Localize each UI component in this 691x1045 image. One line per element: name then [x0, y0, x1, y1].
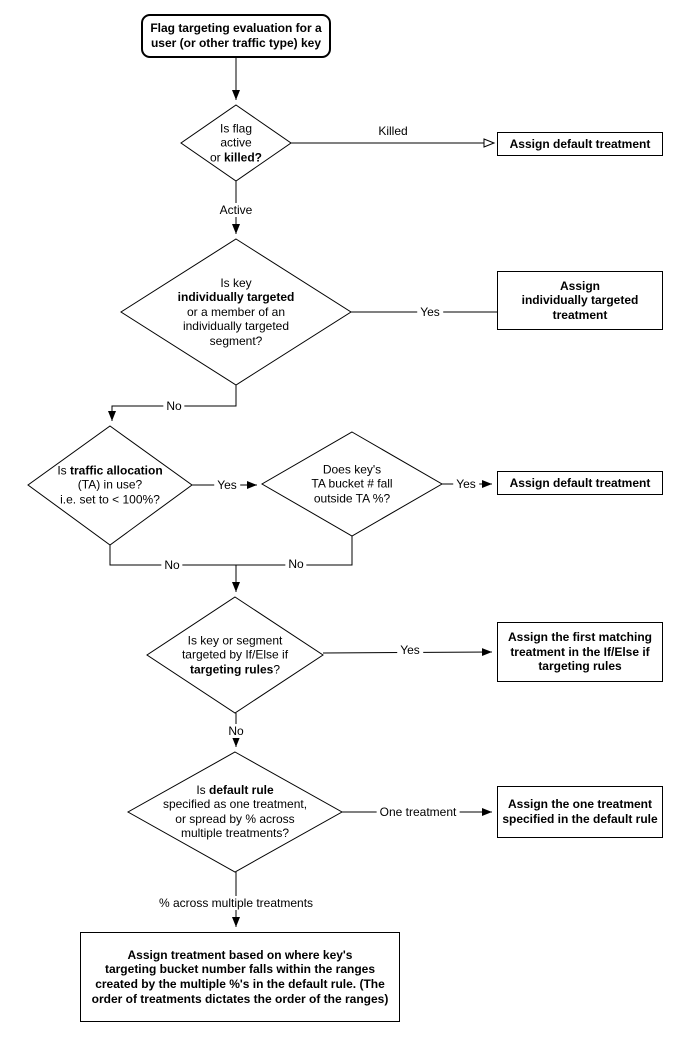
decision-default-rule-label: Is default rule specified as one treatme…: [163, 783, 307, 841]
edge-label-yes-ta: Yes: [214, 478, 240, 492]
text-line: ?: [273, 662, 281, 677]
text-line: targeted by If/Else if: [181, 647, 289, 662]
edge-label-pct-across: % across multiple treatments: [155, 896, 317, 910]
text-line: specified as one treatment,: [162, 797, 308, 812]
edge-label-no-ta: No: [161, 558, 183, 572]
decision-individually-targeted-label: Is key individually targeted or a member…: [178, 276, 295, 348]
text-line: individually targeted: [182, 319, 290, 334]
outcome-individually-targeted-treatment: Assign individually targeted treatment: [497, 271, 663, 330]
outcome-one-treatment: Assign the one treatment specified in th…: [497, 786, 663, 838]
text-line-bold: killed?: [224, 150, 263, 165]
outcome-treatment-by-ranges: Assign treatment based on where key's ta…: [80, 932, 400, 1022]
outcome-first-matching-treatment: Assign the first matching treatment in t…: [497, 622, 663, 682]
decision-traffic-allocation-shape: [27, 425, 193, 546]
text-line: Is key: [220, 276, 252, 291]
text-line-bold: targeting rules: [189, 662, 274, 677]
text-line: Assign default treatment: [509, 475, 651, 490]
edge-label-no-rules: No: [225, 724, 247, 738]
start-node: Flag targeting evaluation for a user (or…: [141, 14, 331, 58]
decision-targeting-rules-shape: [146, 596, 324, 714]
text-line: or spread by % across: [175, 812, 295, 826]
text-line: Is flag: [219, 121, 252, 136]
text-line: created by the multiple %'s in the defau…: [95, 977, 385, 991]
start-node-line: Flag targeting evaluation for a: [150, 21, 322, 36]
text-line: treatment: [552, 307, 608, 322]
text-line: or a member of an: [186, 304, 286, 319]
decision-flag-active-shape: [180, 104, 292, 182]
text-line: individually targeted: [521, 293, 639, 308]
decision-default-rule-shape: [126, 751, 344, 873]
text-line: TA bucket # fall: [311, 476, 393, 491]
text-line: targeting rules: [538, 659, 622, 674]
edge-label-no-bucket: No: [285, 557, 307, 571]
text-line: Assign treatment based on where key's: [127, 947, 353, 962]
text-line: multiple treatments?: [180, 826, 290, 841]
decision-ta-bucket-shape: [261, 431, 443, 537]
edge-label-active: Active: [216, 203, 256, 217]
text-line: Is key or segment: [187, 633, 283, 648]
text-line: (TA) in use?: [77, 477, 143, 492]
text-line: segment?: [209, 333, 263, 348]
text-line-bold: traffic allocation: [69, 463, 163, 478]
text-line: Is: [57, 463, 70, 478]
decision-flag-active-label: Is flag active or killed?: [210, 121, 262, 164]
decision-traffic-allocation-label: Is traffic allocation (TA) in use? i.e. …: [57, 463, 162, 506]
text-line: Assign the first matching: [507, 630, 653, 645]
text-line-bold: individually targeted: [177, 290, 295, 305]
text-line: Assign default treatment: [509, 136, 651, 151]
decision-targeting-rules-label: Is key or segment targeted by If/Else if…: [182, 633, 288, 676]
outcome-default-treatment-ta: Assign default treatment: [497, 471, 663, 495]
text-line: order of treatments dictates the order o…: [91, 991, 389, 1006]
decision-individually-targeted-shape: [120, 238, 352, 386]
edge-label-no-individual: No: [163, 399, 185, 413]
edge-label-killed: Killed: [375, 124, 411, 138]
text-line-bold: default rule: [208, 783, 274, 798]
text-line: Is: [196, 783, 209, 798]
decision-ta-bucket-label: Does key's TA bucket # fall outside TA %…: [311, 462, 392, 505]
text-line: Assign: [559, 278, 600, 293]
text-line: treatment in the If/Else if: [510, 644, 650, 659]
text-line: Does key's: [322, 462, 382, 477]
edge-label-yes-bucket: Yes: [453, 477, 479, 491]
start-node-line: user (or other traffic type) key: [150, 36, 322, 50]
edge-no-bucket: [236, 536, 353, 566]
text-line: specified in the default rule: [502, 812, 658, 826]
text-line: or: [209, 150, 224, 165]
edge-label-yes-individual: Yes: [417, 305, 443, 319]
text-line: outside TA %?: [313, 491, 391, 506]
edge-label-yes-rules: Yes: [397, 643, 423, 657]
text-line: i.e. set to < 100%?: [60, 492, 160, 507]
edge-label-one-treatment: One treatment: [376, 805, 460, 819]
edge-no-ta: [109, 545, 236, 566]
outcome-default-treatment-killed: Assign default treatment: [497, 132, 663, 156]
text-line: active: [220, 135, 252, 150]
text-line: Assign the one treatment: [507, 797, 653, 812]
text-line: targeting bucket number falls within the…: [104, 962, 376, 977]
